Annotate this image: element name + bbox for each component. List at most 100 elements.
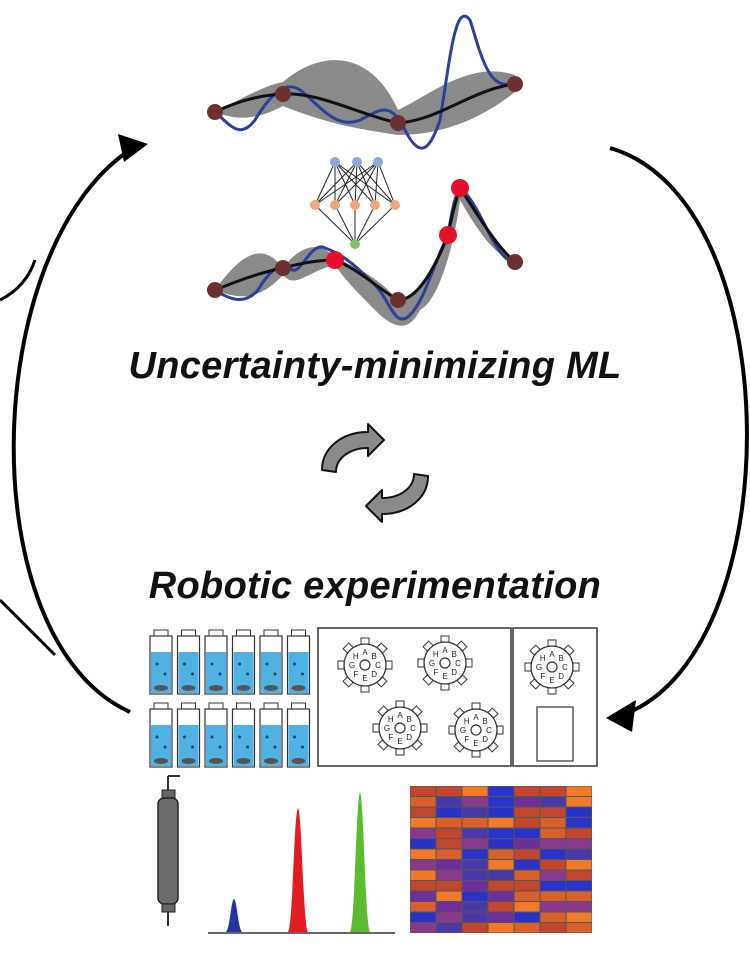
cycle-arrow-right (606, 146, 749, 732)
heatmap-cell (462, 870, 488, 880)
heatmap-cell (410, 849, 436, 859)
heatmap-cell (488, 797, 514, 807)
side-connectors (0, 259, 57, 657)
carousel-port-label: B (407, 715, 412, 724)
carousel-port-label: F (353, 670, 358, 679)
nn-output-node (350, 239, 360, 249)
neural-network-icon (310, 157, 400, 249)
heatmap-cell (410, 860, 436, 870)
peak-red (288, 808, 308, 932)
heatmap-cell (436, 891, 462, 901)
nn-input-node (330, 157, 340, 167)
carousel-port-label: F (388, 733, 393, 742)
new-point (439, 226, 457, 244)
heatmap-cell (514, 786, 540, 796)
vial (259, 629, 283, 695)
heatmap-cell (410, 870, 436, 880)
observed-point (275, 260, 291, 276)
heatmap-cell (488, 828, 514, 838)
peak-green (350, 792, 370, 932)
carousel-port-label: D (371, 670, 377, 679)
carousel-port-label: D (558, 672, 564, 681)
heatmap-cell (488, 860, 514, 870)
carousel-port-label: H (540, 654, 546, 663)
heatmap-cell (462, 786, 488, 796)
heatmap-cell (436, 902, 462, 912)
heatmap-cell (436, 870, 462, 880)
refresh-cycle-icon (321, 423, 429, 523)
heatmap-cell (514, 797, 540, 807)
heatmap-cell (540, 923, 566, 933)
heatmap-cell (566, 786, 592, 796)
heatmap-cell (540, 839, 566, 849)
carousel-port-label: A (362, 648, 368, 657)
heatmap-cell (514, 839, 540, 849)
heatmap-cell (514, 912, 540, 922)
heatmap-cell (436, 786, 462, 796)
nn-input-node (352, 157, 362, 167)
cycle-arrow-left (11, 134, 148, 714)
heatmap-cell (410, 818, 436, 828)
observed-point (275, 86, 291, 102)
heatmap-cell (540, 860, 566, 870)
heatmap-cell (488, 891, 514, 901)
heatmap-cell (540, 797, 566, 807)
nn-hidden-node (310, 200, 320, 210)
carousel-port-label: E (473, 739, 478, 748)
vial (176, 629, 201, 695)
carousel-port-label: F (540, 672, 545, 681)
heatmap-cell (462, 902, 488, 912)
heatmap-cell (410, 807, 436, 817)
carousel-port-label: H (353, 652, 359, 661)
carousel-port-label: B (452, 650, 457, 659)
heatmap-cell (488, 881, 514, 891)
carousel-port-label: D (406, 733, 412, 742)
heatmap-cell (514, 870, 540, 880)
heatmap-cell (514, 923, 540, 933)
carousel-port-label: G (536, 663, 542, 672)
observed-point (207, 104, 223, 120)
observed-point (507, 254, 523, 270)
heatmap-cell (410, 923, 436, 933)
heatmap-cell (514, 891, 540, 901)
chromatogram (208, 792, 395, 934)
heatmap-cell (462, 923, 488, 933)
heatmap-cell (540, 912, 566, 922)
heatmap-cell (566, 891, 592, 901)
heatmap-cell (462, 839, 488, 849)
heatmap-cell (514, 849, 540, 859)
gp-plot-top (207, 14, 523, 150)
heatmap-cell (462, 881, 488, 891)
heatmap-cell (436, 912, 462, 922)
heatmap-cell (566, 870, 592, 880)
carousel-port-label: C (375, 661, 381, 670)
carousel-port-label: A (549, 650, 555, 659)
heatmap-cell (540, 881, 566, 891)
heatmap-cell (410, 891, 436, 901)
heatmap-cell (540, 818, 566, 828)
nn-input-node (373, 157, 383, 167)
side-container (536, 706, 574, 762)
heatmap-cell (566, 818, 592, 828)
heatmap-cell (436, 860, 462, 870)
carousel-port-label: B (559, 654, 564, 663)
carousel-port-label: D (451, 668, 457, 677)
carousel-port-label: E (442, 672, 447, 681)
heatmap-cell (566, 849, 592, 859)
vial (231, 629, 256, 695)
vial (204, 629, 228, 695)
mean-curve (214, 82, 516, 125)
carousel-port-label: F (433, 668, 438, 677)
heatmap-cell (488, 839, 514, 849)
heatmap-cell (462, 797, 488, 807)
carousel-port-label: G (429, 659, 435, 668)
heatmap-cell (540, 870, 566, 880)
carousel-port-label: H (433, 650, 439, 659)
vial (259, 702, 283, 768)
